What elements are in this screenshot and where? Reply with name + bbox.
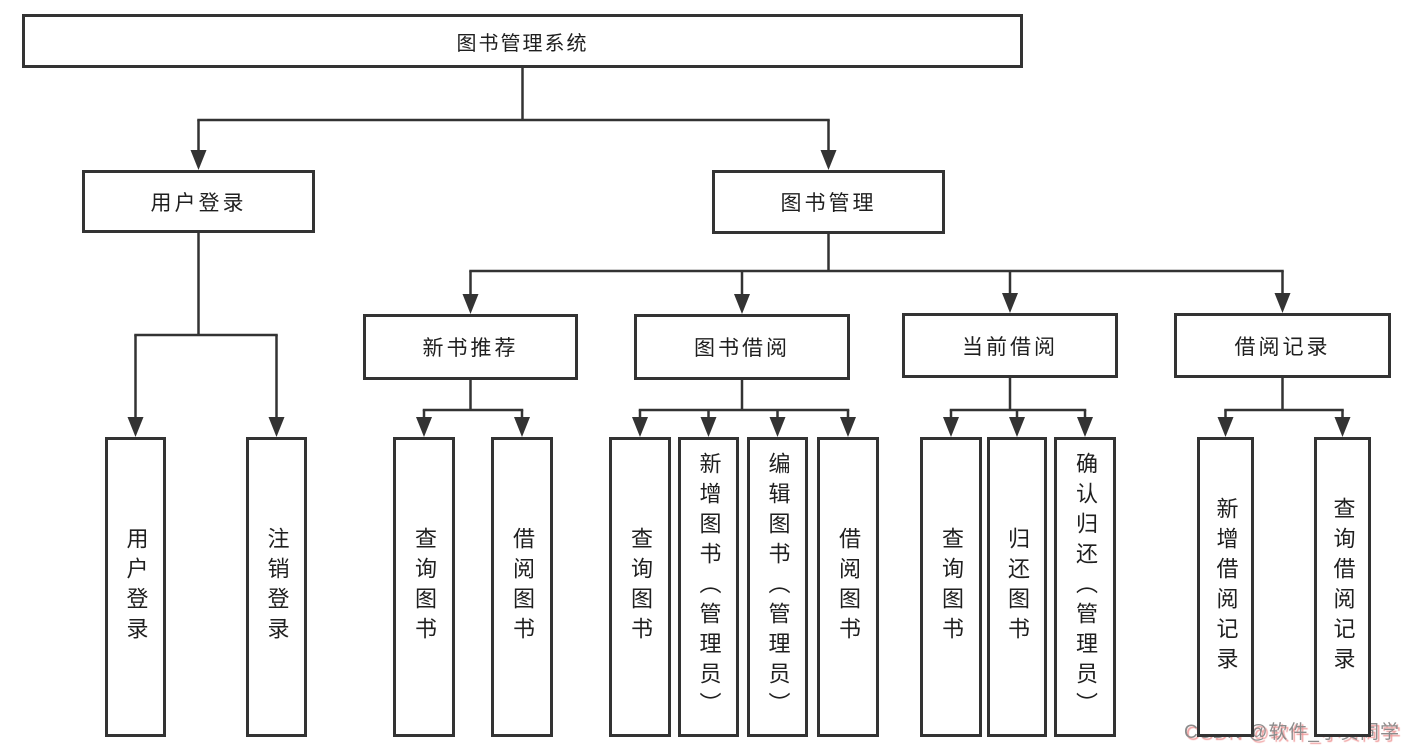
node-label: 用户登录: [150, 191, 247, 215]
node-label: 借阅图书: [510, 527, 535, 647]
node-new-book-rec: 新书推荐: [363, 314, 578, 380]
node-borrow-records: 借阅记录: [1174, 313, 1391, 378]
node-label: 图书管理系统: [456, 32, 589, 55]
node-label: 当前借阅: [962, 335, 1058, 359]
node-confirm-return-admin: 确认归还（管理员）: [1054, 437, 1116, 737]
node-logout-action: 注销登录: [246, 437, 307, 737]
node-user-login-action: 用户登录: [105, 437, 166, 737]
node-return-books: 归还图书: [987, 437, 1047, 737]
node-label: 注销登录: [264, 527, 290, 647]
node-book-mgmt: 图书管理: [712, 170, 945, 234]
node-book-borrow: 图书借阅: [634, 314, 850, 380]
node-label: 用户登录: [123, 527, 149, 647]
node-query-books-rec: 查询图书: [393, 437, 455, 737]
node-edit-books-admin: 编辑图书（管理员）: [747, 437, 808, 737]
node-root: 图书管理系统: [22, 14, 1023, 68]
node-borrow-books-rec: 借阅图书: [491, 437, 553, 737]
node-label: 新增图书（管理员）: [696, 452, 722, 722]
node-label: 确认归还（管理员）: [1073, 452, 1098, 722]
node-label: 查询借阅记录: [1330, 497, 1356, 677]
node-label: 图书管理: [780, 192, 877, 215]
node-label: 查询图书: [412, 527, 437, 647]
node-query-books-borrow: 查询图书: [609, 437, 671, 737]
node-label: 借阅记录: [1234, 335, 1331, 359]
node-query-books-current: 查询图书: [920, 437, 982, 737]
node-add-books-admin: 新增图书（管理员）: [678, 437, 739, 737]
node-label: 编辑图书（管理员）: [765, 452, 791, 722]
node-add-borrow-record: 新增借阅记录: [1197, 437, 1254, 737]
node-label: 查询图书: [939, 527, 964, 647]
node-user-login: 用户登录: [82, 170, 315, 233]
node-label: 图书借阅: [694, 337, 790, 360]
node-label: 借阅图书: [836, 527, 861, 647]
node-current-borrow: 当前借阅: [902, 313, 1118, 378]
node-label: 新书推荐: [422, 337, 519, 360]
node-label: 归还图书: [1005, 527, 1030, 647]
node-query-borrow-record: 查询借阅记录: [1314, 437, 1371, 737]
node-label: 查询图书: [628, 527, 653, 647]
node-label: 新增借阅记录: [1213, 497, 1239, 677]
node-borrow-books-borrow: 借阅图书: [817, 437, 879, 737]
